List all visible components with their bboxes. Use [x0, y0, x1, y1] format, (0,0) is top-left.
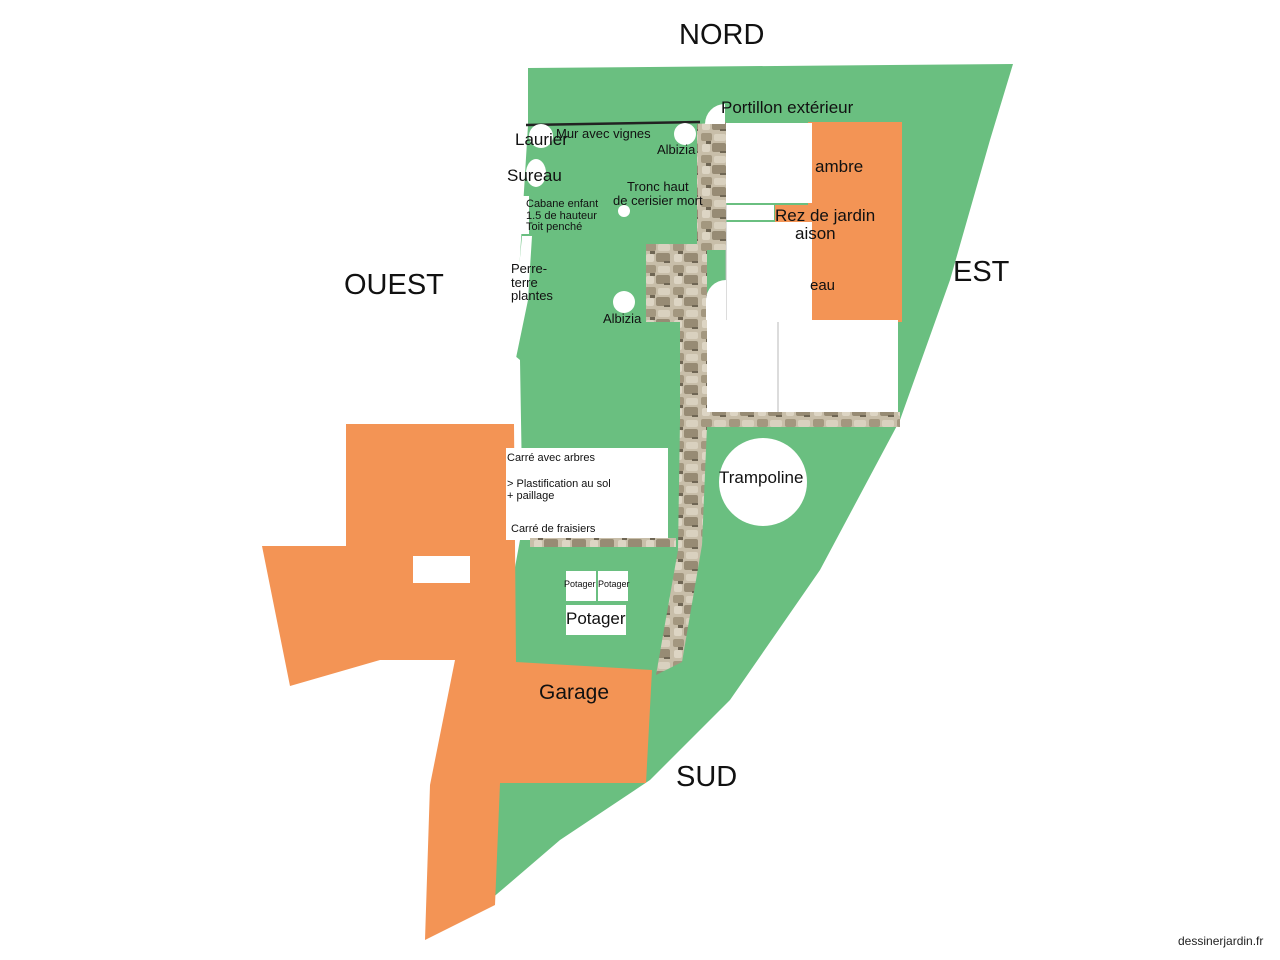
- label-mur: Mur avec vignes: [556, 126, 651, 141]
- terrace-right: [778, 320, 898, 414]
- label-laurier: Laurier: [515, 130, 568, 149]
- label-plastification-line-2: + paillage: [507, 489, 555, 502]
- potager-bed-1: [566, 571, 596, 601]
- albizia-top-tree: [674, 123, 696, 145]
- label-albizia-top: Albizia: [657, 142, 696, 157]
- label-rez-de-jardin: Rez de jardin aison: [775, 207, 875, 243]
- label-portillon: Portillon extérieur: [721, 98, 854, 117]
- label-rez-line-1: Rez de jardin: [775, 206, 876, 225]
- house-wing-notch: [775, 205, 810, 225]
- label-plastification-line-1: > Plastification au sol: [507, 478, 611, 490]
- laurier-tree: [529, 124, 553, 148]
- label-rez-line-2: aison: [795, 223, 836, 243]
- label-bureau: eau: [810, 277, 836, 294]
- patio-arc: [706, 280, 726, 320]
- label-chambre: ambre: [815, 157, 864, 176]
- potager-bed-3: [566, 605, 626, 635]
- label-perre: Perre- terre plantes: [511, 262, 553, 303]
- label-trampoline: Trampoline: [719, 468, 804, 487]
- label-potager-small-1: Potager: [564, 579, 596, 589]
- compass-east: EST: [953, 256, 1010, 288]
- label-garage: Garage: [539, 681, 610, 704]
- label-plastification: > Plastification au sol + paillage: [507, 478, 611, 502]
- label-tronc-line-2: de cerisier mort: [613, 192, 703, 208]
- label-sureau: Sureau: [507, 166, 562, 185]
- compass-west: OUEST: [344, 269, 444, 301]
- label-tronc: Tronc haut de cerisier mort: [613, 180, 703, 207]
- label-fraisiers: Carré de fraisiers: [511, 523, 596, 535]
- label-tronc-line-1: Tronc haut: [626, 179, 689, 194]
- potager-bed-2: [598, 571, 628, 601]
- stone-path-main: [656, 122, 726, 675]
- label-cabane-line-2: 1.5 de hauteur: [526, 209, 597, 222]
- trampoline-circle: [719, 438, 807, 526]
- perre-strip: [512, 236, 532, 358]
- label-cabane-line-1: Cabane enfant: [526, 198, 599, 210]
- label-potager-small-2: Potager: [598, 579, 630, 589]
- north-wall: [525, 120, 701, 127]
- label-potager: Potager: [566, 609, 626, 628]
- room-middle: [726, 222, 812, 320]
- label-perre-line-3: plantes: [511, 288, 553, 304]
- compass-south: SUD: [676, 761, 738, 793]
- albizia-bottom-tree: [613, 291, 635, 313]
- stone-path-terrace: [704, 412, 900, 427]
- gate-arc: [705, 104, 725, 124]
- terrace-left: [706, 320, 778, 414]
- cabane: [521, 196, 529, 234]
- cerisier-trunk: [618, 205, 630, 217]
- label-cabane-line-3: Toit penché: [526, 221, 583, 234]
- stone-patio: [646, 244, 706, 322]
- label-perre-line-2: terre: [511, 274, 538, 290]
- credit-watermark: dessinerjardin.fr: [1178, 934, 1264, 948]
- building-window: [413, 556, 470, 583]
- compass-north: NORD: [679, 19, 765, 51]
- strawberry-bed: [506, 522, 616, 540]
- label-perre-line-1: Perre-: [511, 261, 548, 276]
- room-top: [726, 123, 812, 203]
- stone-border-fraisiers: [530, 538, 676, 547]
- label-cabane: Cabane enfant 1.5 de hauteur Toit penché: [526, 198, 599, 234]
- garage-building: [262, 424, 652, 940]
- label-carre: Carré avec arbres: [507, 452, 596, 464]
- room-strip: [726, 205, 774, 220]
- sureau-tree: [526, 159, 546, 187]
- label-albizia-bottom: Albizia: [603, 311, 642, 326]
- house-wing: [808, 122, 902, 322]
